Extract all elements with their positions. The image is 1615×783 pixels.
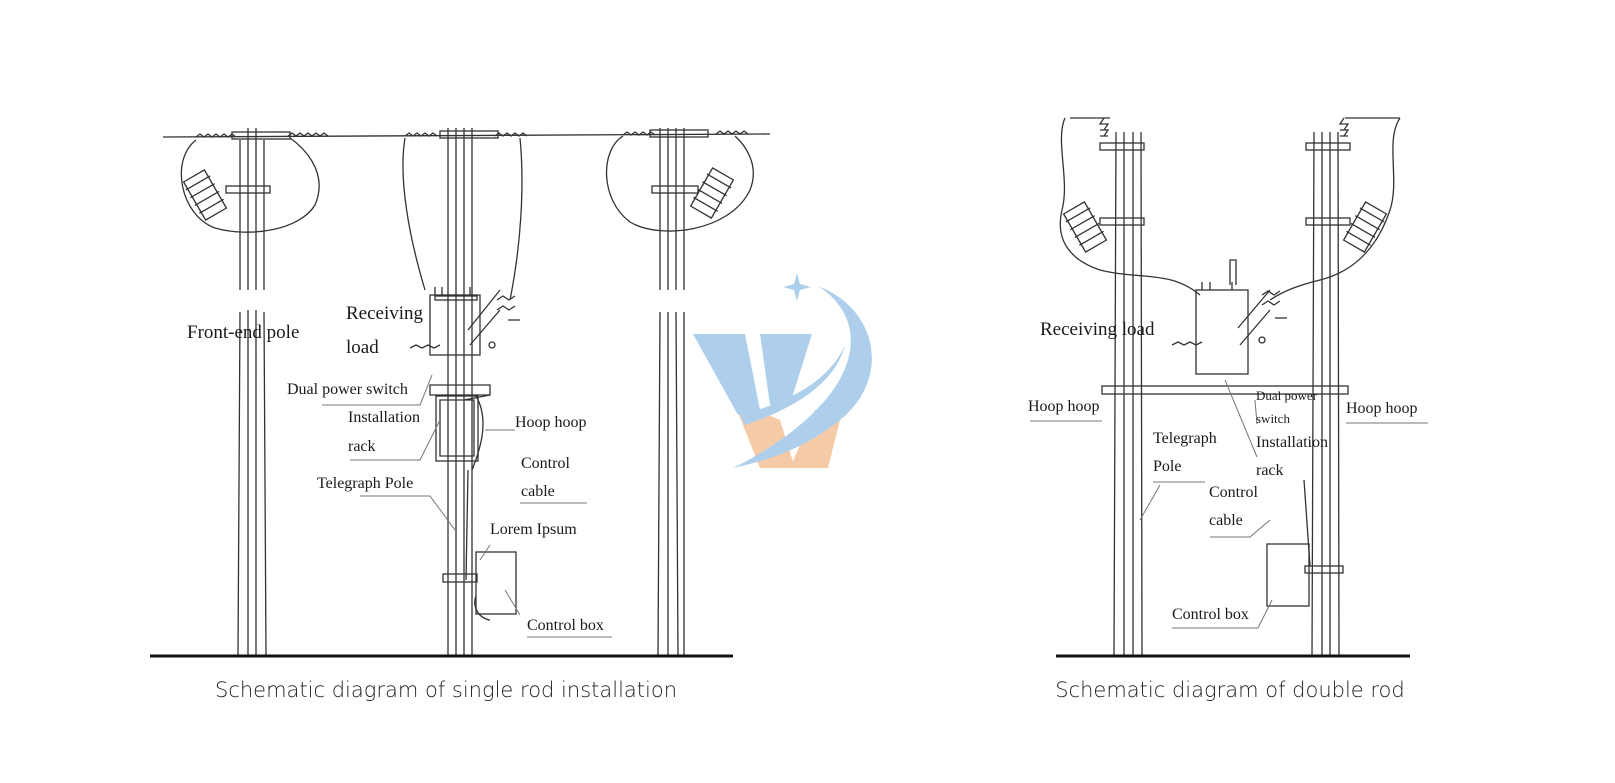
main-pole bbox=[402, 128, 523, 655]
label-receiving-load-1: Receiving bbox=[346, 303, 424, 324]
label-hoop-hoop-left: Hoop hoop bbox=[1028, 398, 1100, 415]
caption-double-rod: Schematic diagram of double rod bbox=[1055, 678, 1405, 702]
label-telegraph-2: Pole bbox=[1153, 458, 1181, 475]
overhead-line bbox=[162, 133, 771, 138]
line-insulators bbox=[195, 129, 749, 140]
label-front-end-pole: Front-end pole bbox=[187, 322, 299, 343]
right-pole bbox=[605, 128, 754, 656]
label-dual-power-2: switch bbox=[1256, 411, 1290, 426]
label-telegraph-pole: Telegraph Pole bbox=[317, 475, 413, 492]
label-telegraph-1: Telegraph bbox=[1153, 430, 1217, 447]
double-rod-diagram: Receiving load Hoop hoop Hoop hoop Dual … bbox=[1028, 117, 1428, 702]
label-installation-rack-2: rack bbox=[348, 438, 376, 455]
double-crossbar-switch bbox=[1101, 259, 1349, 395]
label-hoop-hoop-right: Hoop hoop bbox=[1346, 400, 1418, 417]
label-receiving-load: Receiving load bbox=[1040, 319, 1155, 340]
caption-single-rod: Schematic diagram of single rod installa… bbox=[215, 678, 677, 702]
label-control-box: Control box bbox=[1172, 606, 1249, 623]
label-installation-2: rack bbox=[1256, 462, 1284, 479]
label-control-cable-2: cable bbox=[1209, 512, 1243, 529]
label-dual-power-switch: Dual power switch bbox=[287, 381, 408, 398]
brand-w-logo-icon bbox=[693, 273, 872, 468]
front-end-pole bbox=[180, 128, 320, 656]
label-receiving-load-2: load bbox=[346, 337, 379, 358]
leader-lines bbox=[322, 374, 612, 638]
label-installation-1: Installation bbox=[1256, 434, 1328, 451]
label-lorem-ipsum: Lorem Ipsum bbox=[490, 521, 577, 538]
single-rod-diagram: Front-end pole Receiving load Dual power… bbox=[150, 128, 771, 702]
label-installation-rack-1: Installation bbox=[348, 409, 420, 426]
label-control-cable-2: cable bbox=[521, 483, 555, 500]
label-control-cable-1: Control bbox=[1209, 484, 1258, 501]
label-control-box: Control box bbox=[527, 617, 604, 634]
label-dual-power-1: Dual power bbox=[1256, 388, 1318, 403]
label-hoop-hoop: Hoop hoop bbox=[515, 414, 587, 431]
double-leader-lines bbox=[1030, 379, 1428, 629]
label-control-cable-1: Control bbox=[521, 455, 570, 472]
